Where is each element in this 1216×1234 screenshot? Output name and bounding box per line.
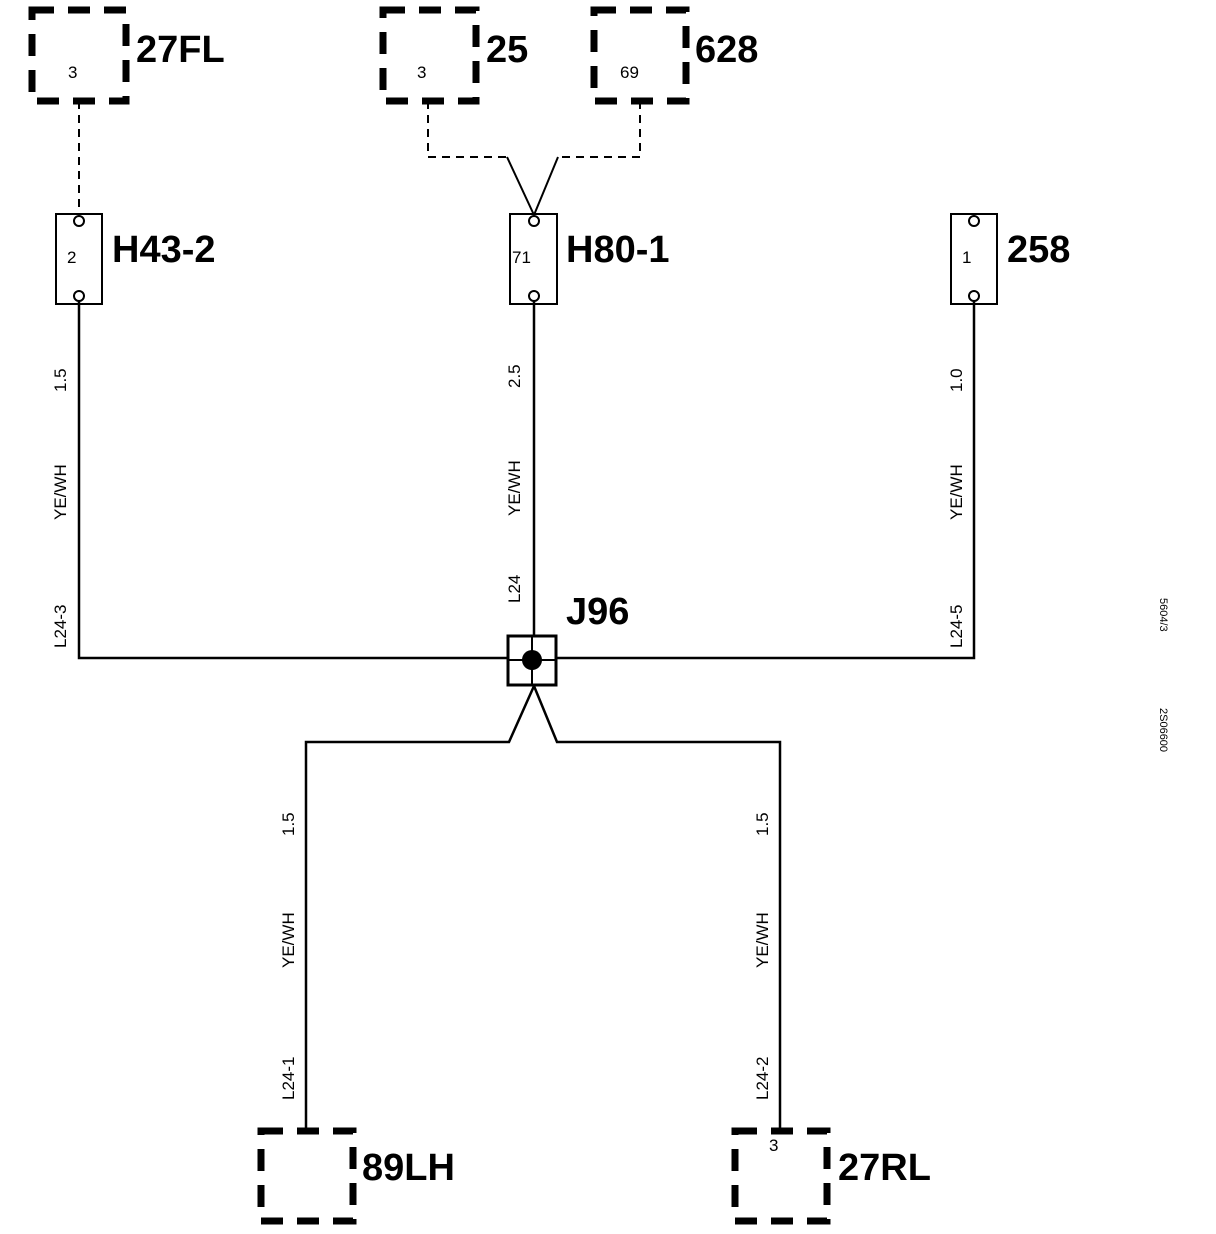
- connector-h43: 2 H43-2: [55, 213, 216, 305]
- component-27fl-box: [28, 6, 130, 105]
- connector-258-label: 258: [1007, 229, 1070, 271]
- wire-l24-2-id: L24-2: [753, 1057, 772, 1100]
- component-25-box: [379, 6, 480, 105]
- wire-l24-1: [304, 685, 536, 1130]
- wire-l24-3-gauge: 1.5: [51, 368, 70, 392]
- connector-h80-pin-top: [528, 215, 540, 227]
- component-25-pin: 3: [417, 63, 426, 82]
- connector-h80: 71 H80-1: [509, 213, 670, 305]
- component-89lh: 89LH: [257, 1127, 455, 1225]
- connector-h43-pin-top: [73, 215, 85, 227]
- wire-l24-5: [557, 301, 976, 660]
- component-628-pin: 69: [620, 63, 639, 82]
- junction-j96-node: [522, 650, 542, 670]
- wire-l24-2-color: YE/WH: [753, 912, 772, 968]
- connector-h43-pin-bottom: [73, 290, 85, 302]
- component-89lh-box: [257, 1127, 357, 1225]
- connector-h43-label: H43-2: [112, 229, 216, 271]
- wire-l24-id: L24: [505, 575, 524, 603]
- connector-h80-body: [509, 213, 558, 305]
- component-89lh-label: 89LH: [362, 1147, 455, 1189]
- wire-l24-2: [532, 685, 782, 1130]
- wire-l24-1-id: L24-1: [279, 1057, 298, 1100]
- connector-h43-body: [55, 213, 103, 305]
- link-merge-h80: [506, 156, 559, 216]
- wire-l24-3: [77, 301, 508, 660]
- connector-258-pin-bottom: [968, 290, 980, 302]
- dashed-link-628: [558, 101, 641, 158]
- wire-l24-3-id: L24-3: [51, 605, 70, 648]
- dashed-link-25: [427, 101, 507, 158]
- wire-l24-5-id: L24-5: [947, 605, 966, 648]
- junction-j96-label: J96: [566, 591, 629, 633]
- connector-h80-label: H80-1: [566, 229, 670, 271]
- side-code-1: 5604/3: [1157, 598, 1169, 632]
- component-27fl: 3 27FL: [28, 6, 225, 105]
- component-27fl-label: 27FL: [136, 29, 225, 71]
- component-628-box: [590, 6, 690, 105]
- component-27rl-box: [731, 1127, 831, 1225]
- wire-l24-1-gauge: 1.5: [279, 812, 298, 836]
- connector-h80-pin-label: 71: [512, 248, 531, 267]
- wire-l24-2-gauge: 1.5: [753, 812, 772, 836]
- component-628: 69 628: [590, 6, 758, 105]
- wire-l24-1-color: YE/WH: [279, 912, 298, 968]
- wire-l24-color: YE/WH: [505, 460, 524, 516]
- side-code-2: 2S06600: [1157, 708, 1169, 752]
- component-25-label: 25: [486, 29, 528, 71]
- component-27fl-pin: 3: [68, 63, 77, 82]
- component-27rl-pin: 3: [769, 1136, 778, 1155]
- junction-j96: J96: [506, 591, 629, 687]
- connector-258: 1 258: [950, 213, 1070, 305]
- connector-h80-pin-bottom: [528, 290, 540, 302]
- connector-h43-pin-label: 2: [67, 248, 76, 267]
- wire-l24-gauge: 2.5: [505, 364, 524, 388]
- component-27rl-label: 27RL: [838, 1147, 931, 1189]
- wire-l24-5-gauge: 1.0: [947, 368, 966, 392]
- component-25: 3 25: [379, 6, 528, 105]
- connector-258-pin-label: 1: [962, 248, 971, 267]
- component-628-label: 628: [695, 29, 758, 71]
- connector-258-pin-top: [968, 215, 980, 227]
- component-27rl: 3 27RL: [731, 1127, 931, 1225]
- wire-l24-5-color: YE/WH: [947, 464, 966, 520]
- wire-l24-3-color: YE/WH: [51, 464, 70, 520]
